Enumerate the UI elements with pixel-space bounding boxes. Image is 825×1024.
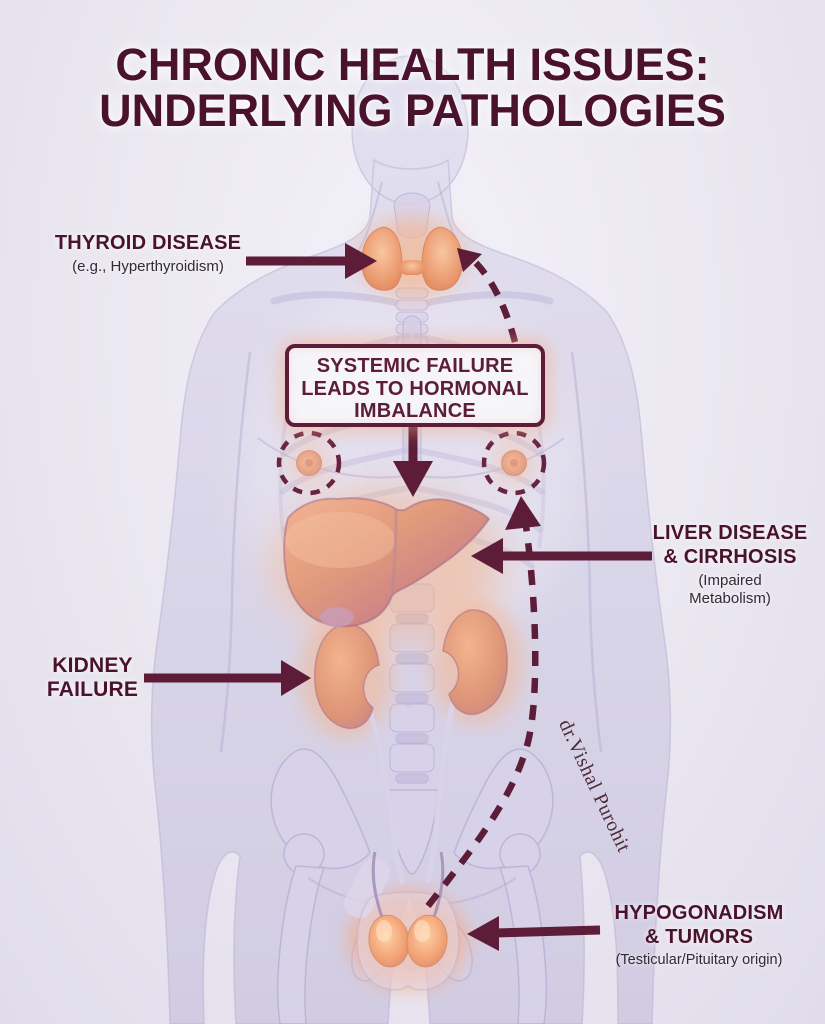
thyroid-disease-title: THYROID DISEASE [54,232,242,254]
systemic-box-line3: IMBALANCE [354,400,476,423]
systemic-failure-callout-box: SYSTEMIC FAILURE LEADS TO HORMONAL IMBAL… [285,344,545,427]
thyroid-disease-label: THYROID DISEASE (e.g., Hyperthyroidism) [45,232,251,276]
liver-disease-label: LIVER DISEASE & CIRRHOSIS (Impaired Meta… [635,522,825,609]
systemic-box-line1: SYSTEMIC FAILURE [316,355,514,377]
thyroid-arrow [246,243,377,279]
nipples [296,450,527,476]
feedback-dashed-arrow [425,248,541,908]
nipple-target-circles [276,430,547,496]
testes-organ [344,851,460,991]
hypogonadism-label: HYPOGONADISM & TUMORS (Testicular/Pituit… [580,902,818,970]
hypogonadism-title-line1: HYPOGONADISM [614,902,784,924]
liver-disease-title-line1: LIVER DISEASE [652,522,808,544]
liver-disease-title-line2: & CIRRHOSIS [663,545,797,568]
page-title-line1: CHRONIC HEALTH ISSUES: [115,39,710,90]
kidney-arrow [144,660,311,696]
kidney-failure-title-line2: FAILURE [46,677,139,701]
hypogonadism-subtitle: (Testicular/Pituitary origin) [615,952,783,969]
kidney-failure-title-line1: KIDNEY [52,654,133,677]
liver-arrow [471,538,652,574]
thyroid-disease-subtitle: (e.g., Hyperthyroidism) [72,257,224,275]
pelvis [270,748,554,1024]
kidney-failure-label: KIDNEY FAILURE [35,654,150,701]
gonads-arrow [467,916,601,951]
liver-disease-subtitle: (Impaired Metabolism) [689,572,771,608]
liver-organ [283,497,491,628]
systemic-box-line2: LEADS TO HORMONAL [301,377,529,400]
page-title-line2: UNDERLYING PATHOLOGIES [99,84,726,136]
thyroid-organ [361,226,463,291]
solid-arrows [144,243,652,951]
page-title: CHRONIC HEALTH ISSUES: UNDERLYING PATHOL… [0,42,825,134]
hypogonadism-title-line2: & TUMORS [644,925,754,948]
kidney-organs [313,609,509,885]
box-down-arrow [393,427,433,497]
